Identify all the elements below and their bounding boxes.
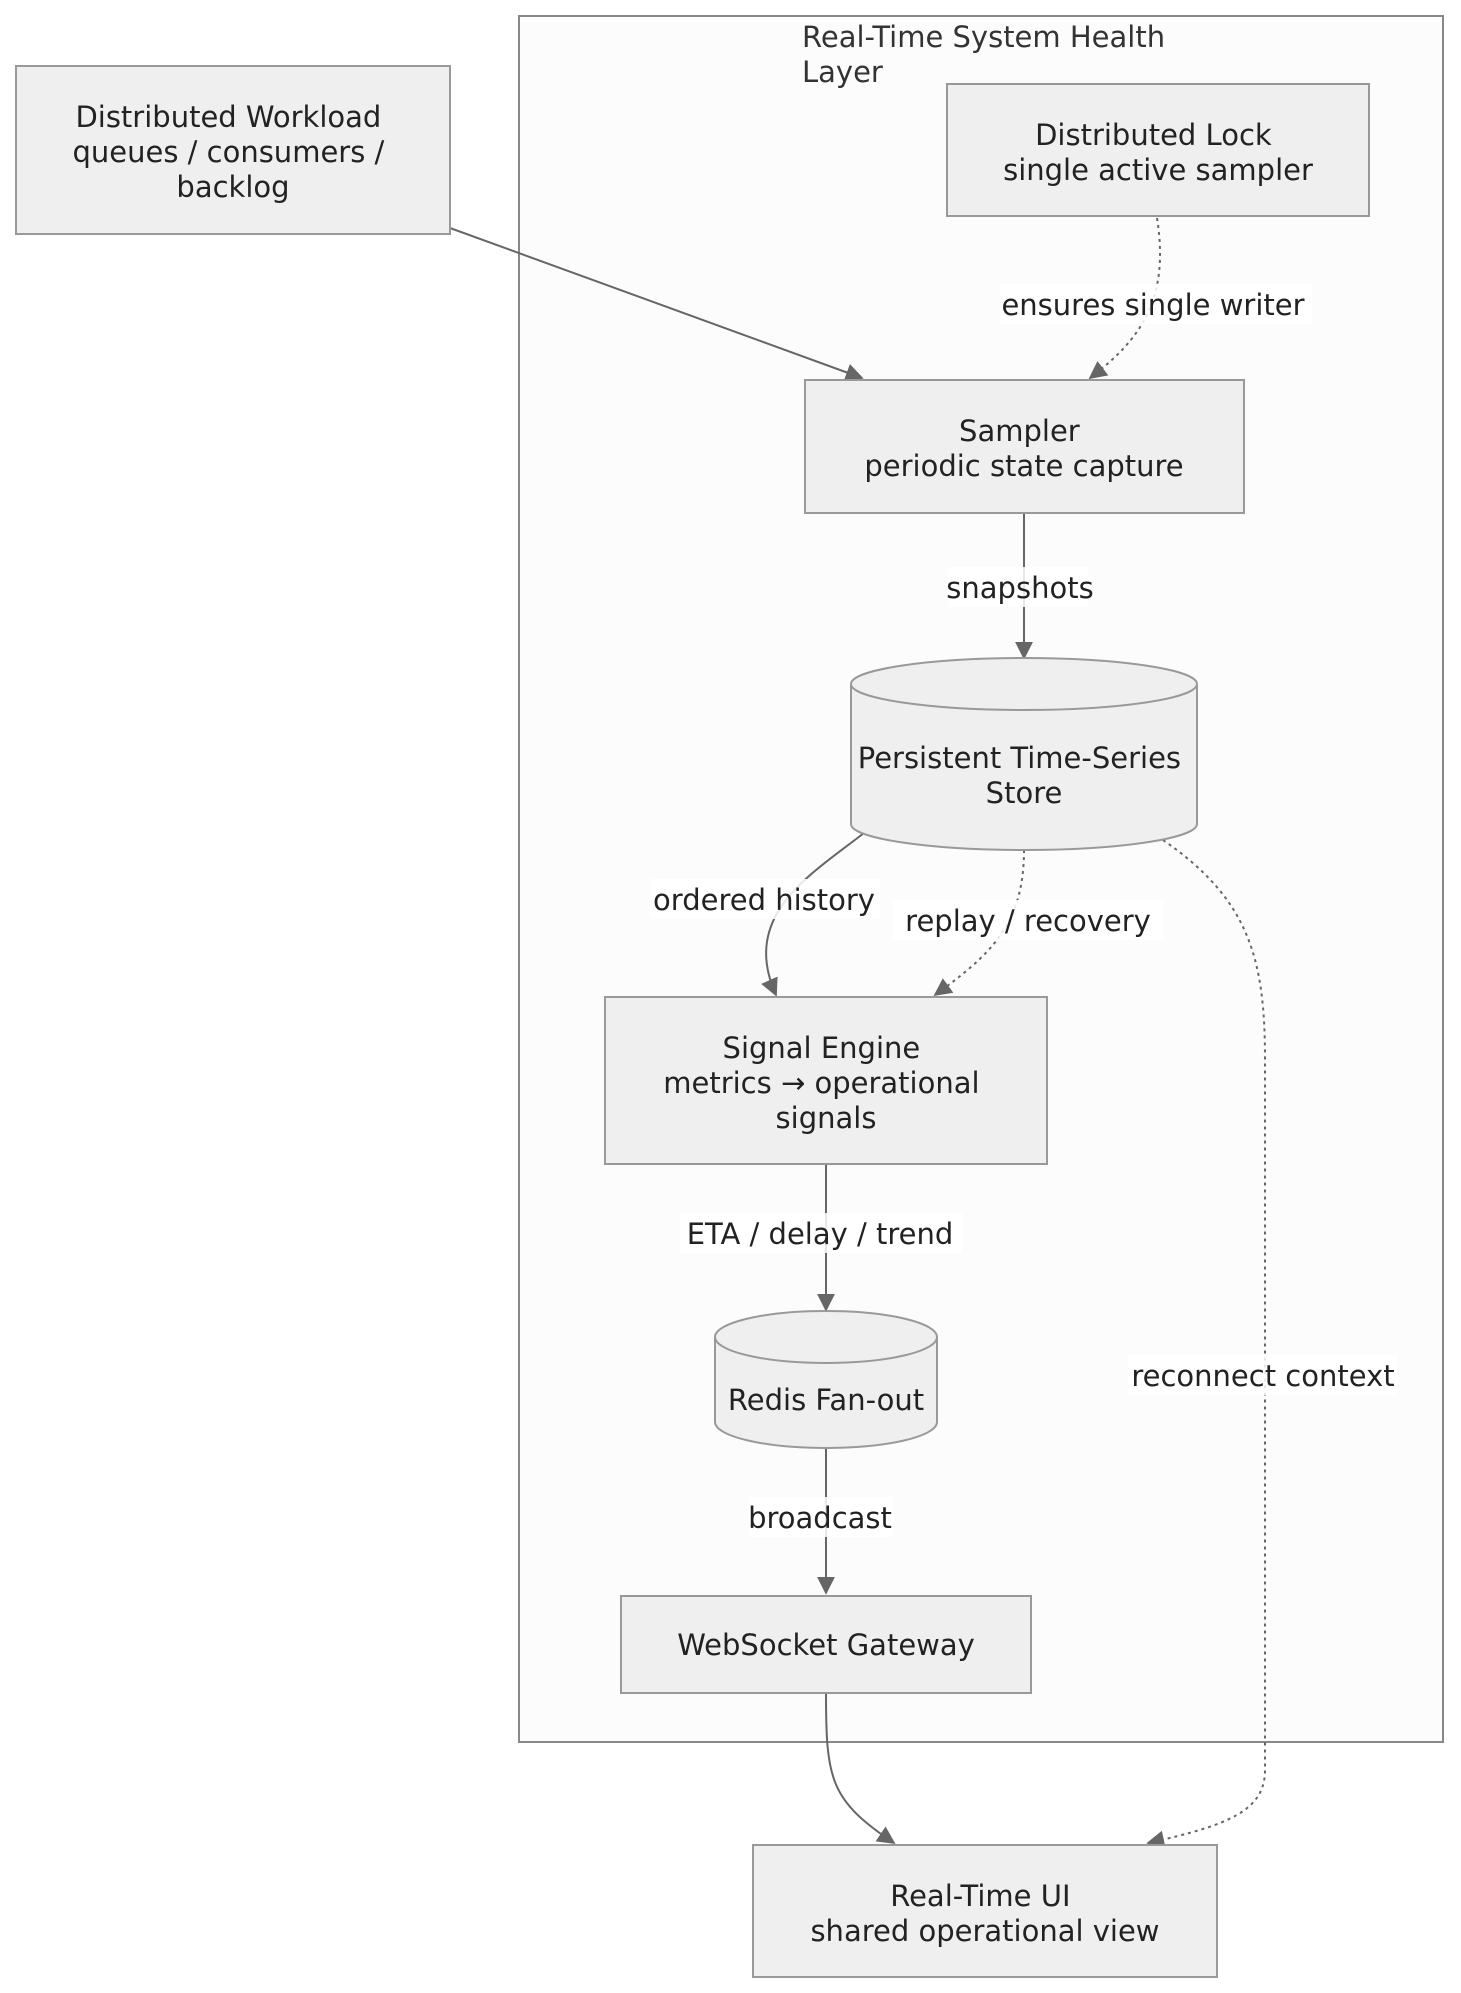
node-real-time-ui[interactable]: Real-Time UI shared operational view (752, 1844, 1218, 1978)
edge-label-reconnect-context: reconnect context (1131, 1359, 1394, 1393)
node-signal-engine[interactable]: Signal Engine metrics → operational sign… (604, 996, 1048, 1165)
edge-label-ordered-history: ordered history (653, 883, 875, 917)
node-distributed-lock[interactable]: Distributed Lock single active sampler (946, 83, 1370, 217)
node-redis-fan-out[interactable]: Redis Fan-out (714, 1310, 938, 1449)
svg-text:Persistent Time-Series S: Persistent Time-Series Store (858, 741, 1191, 810)
svg-text:Signal Engine metrics →: Signal Engine metrics → operational sign… (663, 1031, 989, 1135)
edge-gateway-to-ui (825, 1692, 896, 1845)
edge-label-replay-recovery: replay / recovery (905, 904, 1151, 938)
svg-text:WebSocket Gateway: WebSocket Gateway (677, 1628, 975, 1662)
edge-label-snapshots: snapshots (946, 571, 1093, 605)
svg-text:Redis Fan-out: Redis Fan-out (728, 1383, 924, 1417)
cluster-title: Real-Time System Health Layer (802, 20, 1174, 89)
node-websocket-gateway[interactable]: WebSocket Gateway (620, 1595, 1032, 1694)
node-persistent-time-series-store[interactable]: Persistent Time-Series Store (850, 657, 1198, 851)
edge-store-to-engine-replay (933, 849, 1025, 997)
node-sampler[interactable]: Sampler periodic state capture (804, 379, 1245, 514)
svg-text:Real-Time UI shared oper: Real-Time UI shared operational view (810, 1879, 1159, 1948)
edge-label-eta-delay-trend: ETA / delay / trend (687, 1217, 954, 1251)
svg-text:Distributed Lock single: Distributed Lock single active sampler (1003, 118, 1313, 187)
node-distributed-workload[interactable]: Distributed Workload queues / consumers … (15, 65, 451, 235)
svg-text:Sampler periodic state c: Sampler periodic state capture (864, 414, 1183, 483)
svg-text:Distributed Workload que: Distributed Workload queues / consumers … (72, 100, 393, 204)
edge-labels: ensures single writer snapshots ordered … (650, 284, 1398, 1537)
edge-workload-to-sampler (449, 227, 864, 381)
edge-label-ensures: ensures single writer (1001, 288, 1304, 322)
edge-store-to-ui-reconnect (1146, 839, 1266, 1849)
edge-label-broadcast: broadcast (748, 1501, 892, 1535)
